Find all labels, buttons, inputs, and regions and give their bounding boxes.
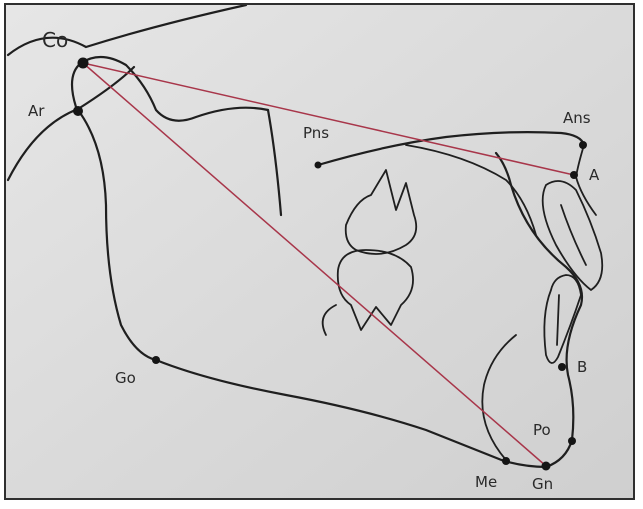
landmark-co-dot	[77, 57, 89, 69]
co-gn-measurement-line	[82, 62, 547, 467]
co-a-measurement-line	[82, 62, 575, 176]
landmark-me-label: Me	[475, 473, 497, 491]
landmark-po: Po	[533, 421, 576, 445]
cranial-base-outline	[6, 5, 248, 57]
landmark-gn: Gn	[532, 461, 553, 493]
landmark-ans-label: Ans	[563, 109, 591, 127]
coronoid-outline	[266, 108, 283, 217]
landmark-pns-label: Pns	[303, 124, 329, 142]
lower-molar-root	[321, 304, 337, 336]
landmark-b-label: B	[577, 358, 587, 376]
landmark-po-label: Po	[533, 421, 551, 439]
landmark-gn-label: Gn	[532, 475, 553, 493]
upper-incisor-pulp	[560, 204, 587, 266]
landmark-co-label: Co	[42, 28, 68, 52]
landmark-ans-dot	[579, 141, 587, 149]
landmark-ar-label: Ar	[28, 102, 45, 120]
landmark-pns: Pns	[303, 124, 329, 169]
cephalometric-figure: Co Ar Pns Ans A B Go Po	[4, 3, 635, 500]
landmark-a-label: A	[589, 166, 600, 184]
landmark-ar-dot	[73, 106, 83, 116]
landmark-me: Me	[475, 457, 510, 491]
landmark-ans: Ans	[563, 109, 591, 149]
landmark-go-label: Go	[115, 369, 136, 387]
landmark-b: B	[558, 358, 587, 376]
landmark-me-dot	[502, 457, 510, 465]
landmark-go: Go	[115, 356, 160, 387]
landmark-ar: Ar	[28, 102, 83, 120]
upper-molar-outline	[344, 169, 418, 255]
palate-lower-outline	[405, 144, 537, 236]
cephalometric-tracing: Co Ar Pns Ans A B Go Po	[6, 5, 633, 498]
ramus-posterior-outline	[76, 108, 158, 362]
landmark-go-dot	[152, 356, 160, 364]
landmark-po-dot	[568, 437, 576, 445]
lower-molar-outline	[336, 249, 414, 331]
landmark-a: A	[570, 166, 600, 184]
landmark-a-dot	[570, 171, 578, 179]
lower-incisor-outline	[543, 274, 582, 364]
landmark-co: Co	[42, 28, 89, 69]
upper-incisor-outline	[541, 180, 604, 291]
palatal-plane-line	[316, 131, 586, 167]
lower-incisor-pulp	[556, 294, 560, 346]
landmark-b-dot	[558, 363, 566, 371]
symphysis-inner-outline	[481, 334, 517, 461]
landmark-pns-dot	[314, 161, 322, 169]
landmark-gn-dot	[541, 461, 551, 471]
